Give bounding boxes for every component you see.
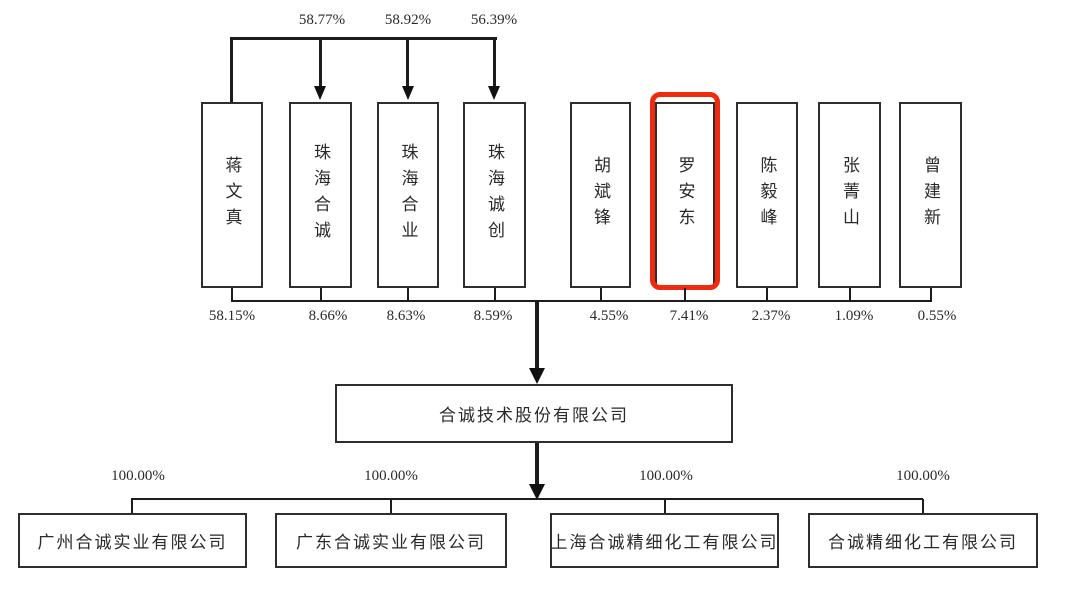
top-connector-line [231,37,497,40]
connector-stub [231,288,233,301]
connector-stub [600,288,602,301]
connector-stub [664,499,666,513]
subsidiary-box: 广东合诚实业有限公司 [275,513,507,568]
ownership-percent: 2.37% [751,308,791,324]
top-arrow-shaft [319,37,322,86]
shareholder-name: 珠海合诚 [311,143,330,247]
ownership-percent: 0.55% [917,308,957,324]
shareholder-box: 曾建新 [899,102,962,288]
arrow-down-icon [488,86,500,100]
company-box: 合诚技术股份有限公司 [335,384,733,443]
subsidiary-name: 上海合诚精细化工有限公司 [550,533,779,552]
connector-stub [922,499,924,513]
shareholder-name: 张菁山 [840,156,859,234]
subsidiary-box: 合诚精细化工有限公司 [808,513,1038,568]
shareholder-box: 珠海合诚 [289,102,352,288]
shareholder-box: 陈毅峰 [736,102,798,288]
connector-stub [131,499,133,513]
connector-stub [320,288,322,301]
subsidiary-name: 合诚精细化工有限公司 [828,533,1018,552]
connector-stub [930,288,932,301]
shareholder-box-highlighted: 罗安东 [655,102,715,288]
shareholder-bus-line [231,300,932,302]
shareholder-name: 蒋文真 [222,156,242,234]
connector-stub [684,288,686,301]
shareholder-name: 珠海诚创 [485,143,504,247]
shareholder-box: 蒋文真 [201,102,263,288]
connector-stub [390,499,392,513]
arrow-down-icon [529,484,545,500]
ownership-percent: 4.55% [589,308,629,324]
top-connector-source-line [230,37,233,102]
connector-stub [849,288,851,301]
subsidiary-percent: 100.00% [639,468,693,484]
shareholder-box: 胡斌锋 [570,102,631,288]
shareholder-box: 珠海合业 [377,102,439,288]
center-arrow-shaft [535,300,539,368]
top-ownership-percent: 56.39% [470,12,518,28]
top-ownership-percent: 58.92% [384,12,432,28]
ownership-percent: 7.41% [669,308,709,324]
subsidiary-box: 广州合诚实业有限公司 [18,513,247,568]
subsidiary-box: 上海合诚精细化工有限公司 [550,513,779,568]
shareholder-box: 珠海诚创 [463,102,526,288]
shareholder-box: 张菁山 [818,102,881,288]
subsidiary-percent: 100.00% [111,468,165,484]
top-arrow-shaft [406,37,409,86]
shareholder-name: 胡斌锋 [591,156,610,234]
shareholder-name: 曾建新 [921,156,940,234]
shareholder-name: 珠海合业 [398,143,418,247]
ownership-percent: 8.59% [473,308,513,324]
top-ownership-percent: 58.77% [298,12,346,28]
ownership-percent: 1.09% [834,308,874,324]
ownership-percent: 8.66% [308,308,348,324]
shareholder-name: 罗安东 [675,156,695,234]
ownership-percent: 58.15% [208,308,256,324]
connector-stub [766,288,768,301]
subsidiary-percent: 100.00% [364,468,418,484]
center-arrow-shaft [535,443,539,484]
subsidiary-name: 广东合诚实业有限公司 [296,533,486,552]
connector-stub [494,288,496,301]
subsidiary-percent: 100.00% [896,468,950,484]
company-name: 合诚技术股份有限公司 [439,406,629,425]
shareholder-name: 陈毅峰 [757,156,777,234]
subsidiary-bus-line [131,498,923,500]
top-arrow-shaft [493,37,496,86]
ownership-percent: 8.63% [386,308,426,324]
subsidiary-name: 广州合诚实业有限公司 [37,533,228,552]
arrow-down-icon [402,86,414,100]
arrow-down-icon [314,86,326,100]
arrow-down-icon [529,368,545,384]
connector-stub [407,288,409,301]
